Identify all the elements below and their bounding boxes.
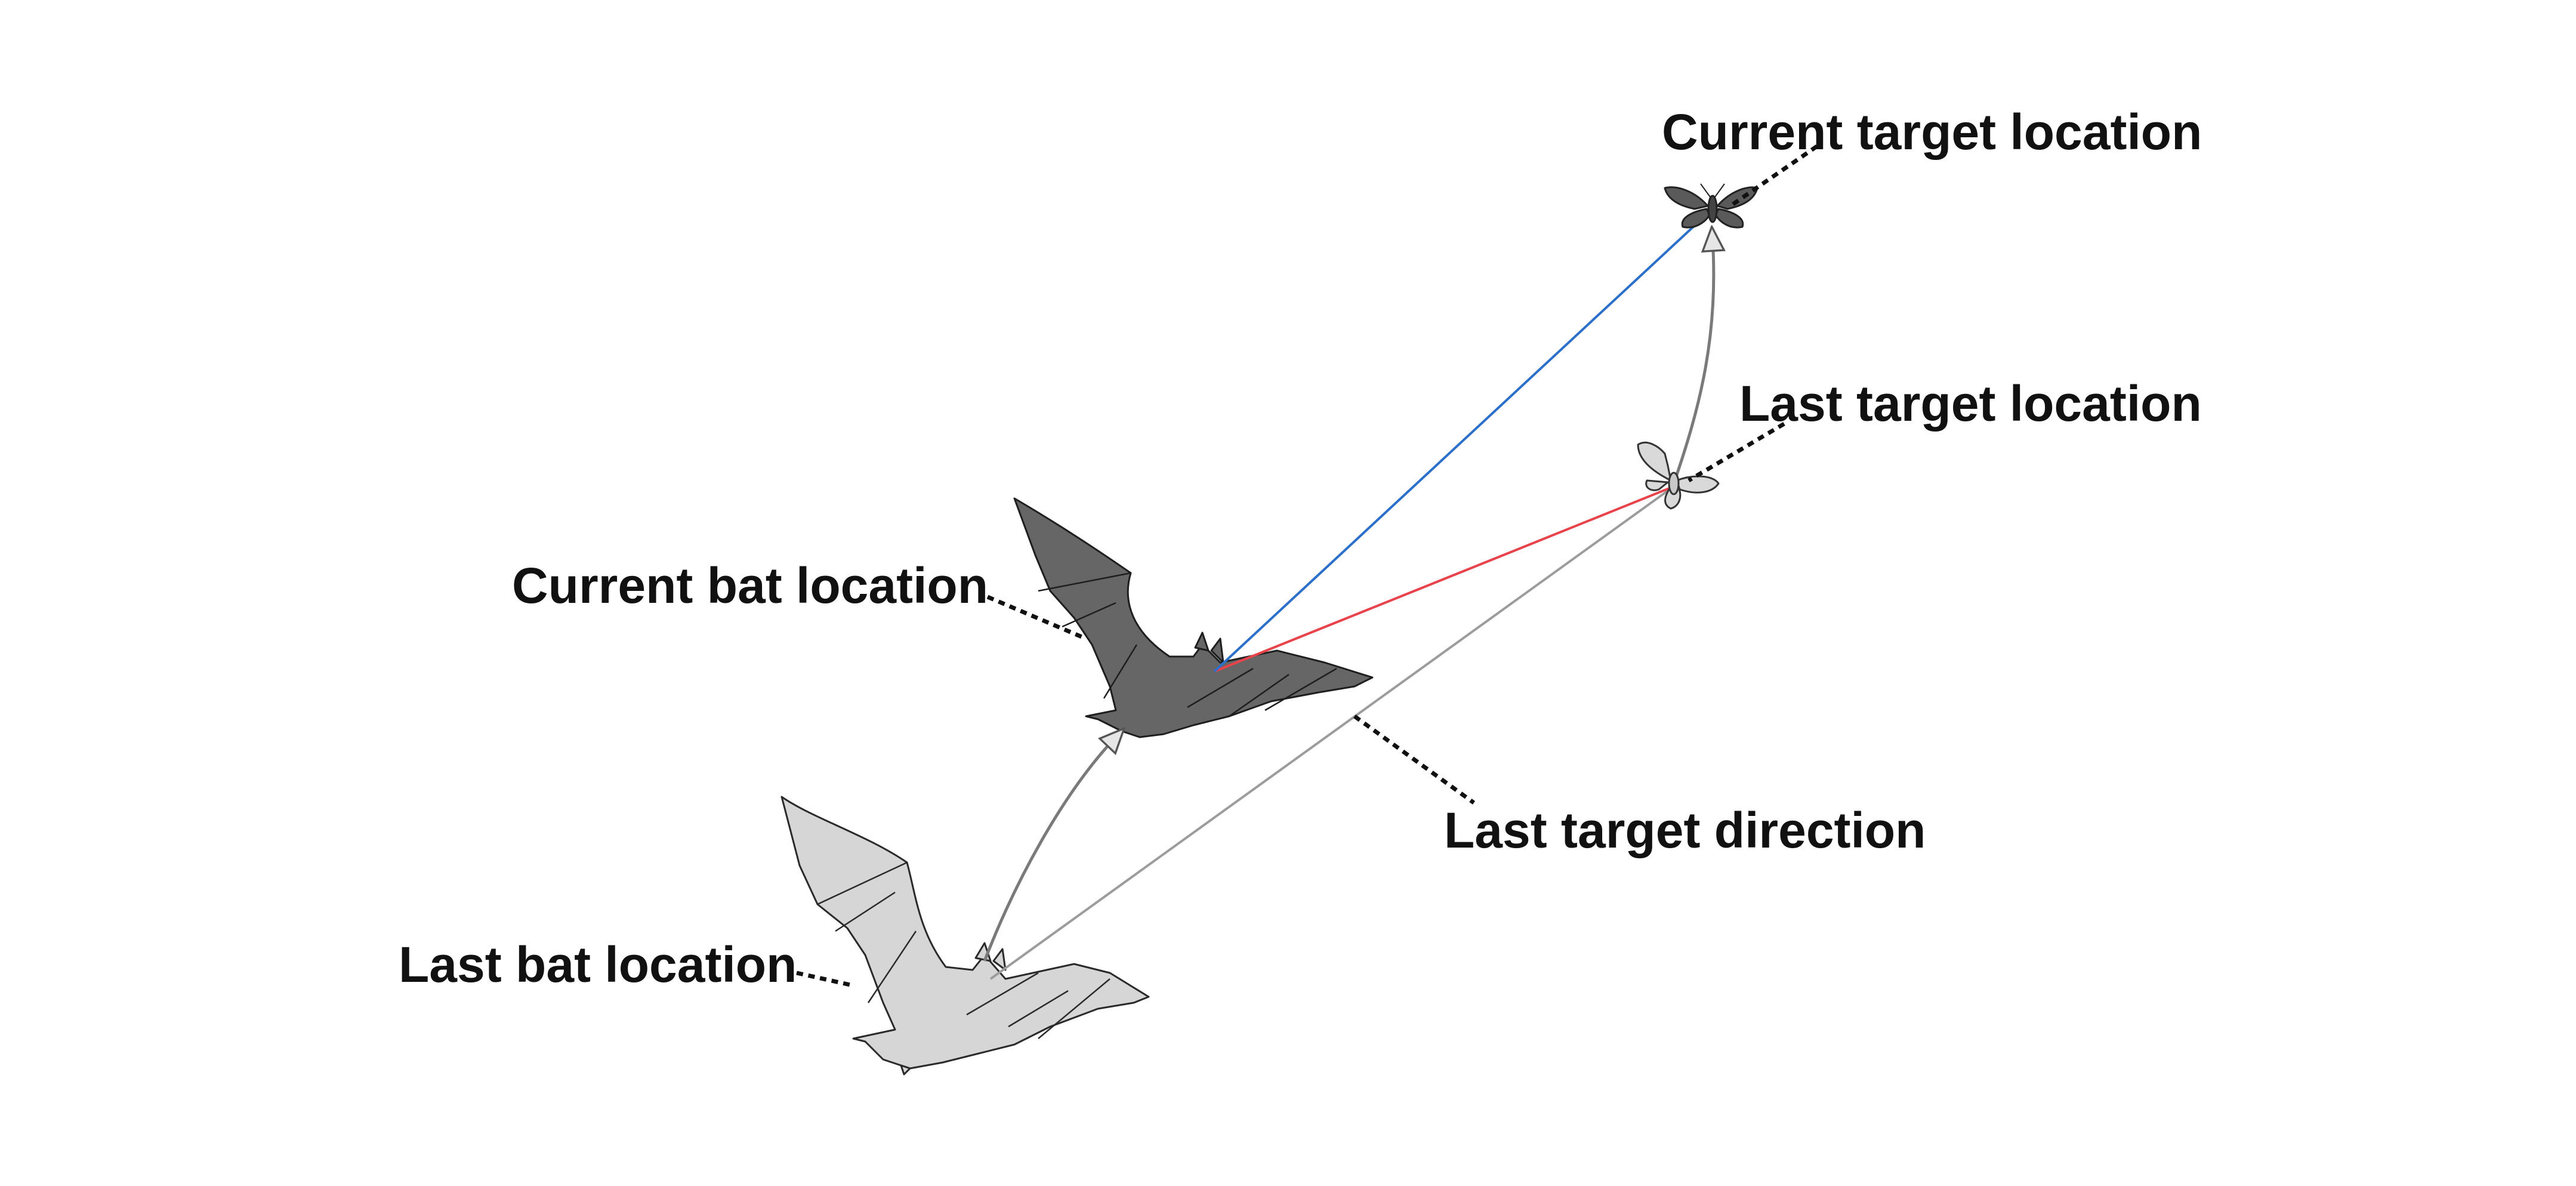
label-last-bat-location: Last bat location xyxy=(399,937,797,993)
last-bat-icon xyxy=(780,796,1150,1076)
last-target-direction-line xyxy=(989,485,1675,980)
leader-last-target xyxy=(1687,421,1785,483)
label-last-target-location: Last target location xyxy=(1739,375,2202,432)
current-bat-to-last-target-line xyxy=(1214,485,1674,673)
last-target-moth-icon xyxy=(1637,441,1720,510)
current-bat-to-current-target-line xyxy=(1213,208,1714,673)
leader-current-bat xyxy=(986,594,1087,641)
leader-current-target xyxy=(1729,144,1818,208)
leader-lines xyxy=(796,144,1818,987)
leader-last-bat xyxy=(796,971,851,987)
label-current-target-location: Current target location xyxy=(1662,104,2202,160)
label-current-bat-location: Current bat location xyxy=(512,557,988,614)
current-target-moth-icon xyxy=(1664,183,1759,229)
label-last-target-direction: Last target direction xyxy=(1444,802,1926,858)
target-motion-arrow xyxy=(1672,239,1714,484)
leader-last-target-direction xyxy=(1353,714,1476,805)
bat-motion-arrow xyxy=(983,737,1116,962)
current-bat-icon xyxy=(1013,497,1374,738)
